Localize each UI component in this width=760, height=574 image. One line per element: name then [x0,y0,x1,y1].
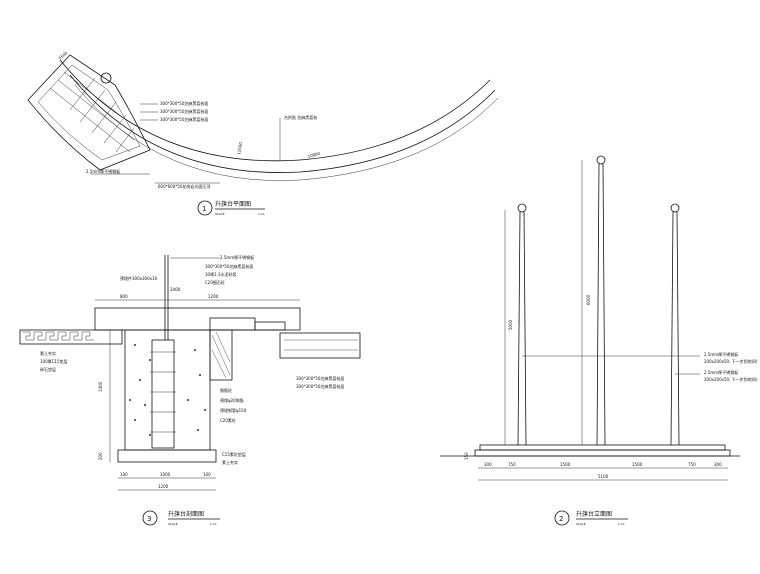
elevation-number-circle [554,510,570,526]
plan-dim-top: 5500 [57,50,68,61]
plan-note-bottom: 600*600*50花岗岩光面压顶 [158,183,210,189]
plan-dim-right: 10800 [307,151,321,159]
section-base [117,449,217,463]
section-note-left-1: 素土夯实 [40,350,56,356]
section-dim-top-total: 3400 [170,287,181,292]
plan-view: 5500 300*300*50芝麻黑荔枝面 300*300*50芝麻黑荔枝面 3… [27,50,499,216]
plan-curve-line [74,84,499,181]
plan-note-1: 300*300*50芝麻黑荔枝面 [160,100,208,106]
plan-curve-outer [59,59,491,162]
elevation-number: 2 [559,515,563,523]
plan-grid [49,71,135,153]
section-note-bottom: C15素砼垫层 [222,451,246,457]
elevation-dim-mid-height: 6000 [586,294,591,305]
plan-note-bottom-left: 2.5mm厚不锈钢板 [86,168,120,174]
section-note-top-2: 300*300*50芝麻黑荔枝面 [205,263,253,269]
elevation-dim-2: 750 [508,462,516,467]
section-top-slab [94,307,301,331]
section-note-bottom-2: 素土夯实 [222,459,238,465]
section-rebar [150,351,176,433]
section-note-mid-3: 预埋钢管φ150 [220,407,247,413]
section-number-circle [142,510,158,526]
elevation-dim-left-height: 5000 [508,319,513,330]
section-step [209,317,256,331]
section-dim-top-1: 800 [120,294,128,299]
elevation-dim-1: 300 [484,462,492,467]
section-note-top-1: 预埋件300x300x16 [120,275,158,281]
elevation-dim-4: 1500 [632,462,643,467]
elevation-dim-6: 300 [714,462,722,467]
section-note-top-4: C20细石砼 [205,279,225,285]
plan-note-2: 300*300*50芝麻黑荔枝面 [160,108,208,114]
elevation-dim-base-height: 150 [464,452,469,460]
section-note-mid-1: 钢筋砼 [220,387,232,393]
plan-platform-inner [37,64,141,161]
flagpole-left [517,203,527,446]
plan-dim-mid: 12500 [236,141,243,155]
elevation-note-2: 200x200x50, 下一步到地(B) [704,358,758,364]
section-ground-right [279,332,361,359]
section-dim-bottom-2: 1000 [160,472,171,477]
section-view: 800 1200 3400 2.5mm厚不锈钢板 预埋件300x300x16 3… [19,254,361,526]
section-top-note: 2.5mm厚不锈钢板 [220,254,254,260]
elevation-dim-total: 5100 [598,474,609,479]
elevation-base-bottom [474,449,731,457]
elevation-note-4: 200x200x50, 下一步到地(B) [704,376,758,382]
section-number: 3 [147,515,151,523]
elevation-scale-left: SCALE [576,522,586,526]
section-note-top-3: 30厚1:3水泥砂浆 [205,271,237,277]
section-dim-bottom-3: 100 [203,472,211,477]
elevation-base-top [479,444,726,451]
elevation-note-1: 2.5mm厚不锈钢板 [704,351,738,357]
section-pipe [151,339,175,449]
plan-note-right: 台阶贴 芝麻黑荔枝 [284,114,317,120]
plan-number: 1 [202,205,206,213]
section-title: 升旗台剖面图 [168,510,204,518]
elevation-note-3: 2.5mm厚不锈钢板 [704,369,738,375]
section-note-left-2: 100厚C15垫层 [40,358,68,364]
plan-curve-inner [69,74,496,173]
flagpole-center [596,155,606,446]
section-dim-top-2: 1200 [208,294,219,299]
section-note-left-3: 碎石垫层 [40,366,56,372]
section-note-mid-2: 预埋φ20钢筋 [220,397,244,403]
section-note-mid-4: C20素砼 [220,417,236,423]
plan-number-circle [197,200,213,216]
flagpole-base-mark [100,72,112,84]
plan-platform [27,54,151,171]
section-ground-left [19,329,123,345]
section-dim-base: 200 [98,452,103,460]
elevation-view: 5000 6000 150 2.5mm厚不锈钢板 200x200x50, 下一步… [440,155,758,526]
elevation-dim-3: 1500 [560,462,571,467]
section-dim-bottom-1: 100 [120,472,128,477]
section-dim-bottom-total: 1200 [158,484,169,489]
section-scale-right: 1:xx [210,522,217,526]
elevation-dim-5: 750 [688,462,696,467]
plan-note-3: 300*300*50芝麻黑荔枝面 [160,116,208,122]
section-note-right-2: 300*300*50芝麻黑荔枝面 [296,383,344,389]
flagpole-right [670,203,680,446]
section-scale-left: SCALE [168,522,178,526]
section-greek-pattern [22,331,94,341]
section-note-right-1: 300*300*50芝麻黑荔枝面 [296,375,344,381]
elevation-title: 升旗台立面图 [576,510,612,518]
plan-title: 升旗台平面图 [215,200,251,208]
section-side-wall [209,329,233,381]
section-concrete-dots [128,343,207,437]
plan-scale-left: SCALE [215,212,225,216]
plan-scale-right: 1:xx [258,212,265,216]
elevation-scale-right: 1:xx [618,522,625,526]
section-dim-height: 1400 [98,381,103,392]
